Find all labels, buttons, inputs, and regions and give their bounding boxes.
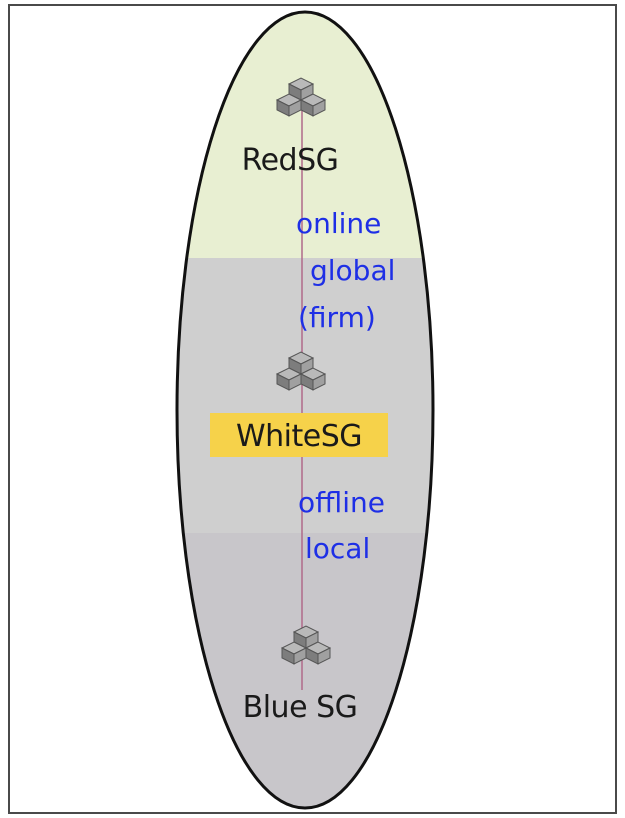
link-text-line: online xyxy=(296,207,381,240)
link-text-line: offline xyxy=(298,486,385,519)
band-middle xyxy=(177,258,433,533)
ellipse-outline xyxy=(175,10,435,810)
selection-highlight xyxy=(210,413,388,457)
band-bottom xyxy=(177,533,433,808)
node-red[interactable]: RedSG xyxy=(242,77,339,178)
node-label-red: RedSG xyxy=(242,143,339,178)
node-label-blue: Blue SG xyxy=(243,690,358,725)
link-text-line: global xyxy=(310,254,395,287)
link-text-line: local xyxy=(305,532,370,565)
link-label-white-blue: offline local xyxy=(298,486,385,565)
link-label-red-white: online global (firm) xyxy=(296,207,395,334)
node-white[interactable]: WhiteSG xyxy=(210,351,388,457)
node-label-white: WhiteSG xyxy=(236,419,362,454)
node-blue[interactable]: Blue SG xyxy=(243,625,358,725)
link-text-line: (firm) xyxy=(298,301,376,334)
